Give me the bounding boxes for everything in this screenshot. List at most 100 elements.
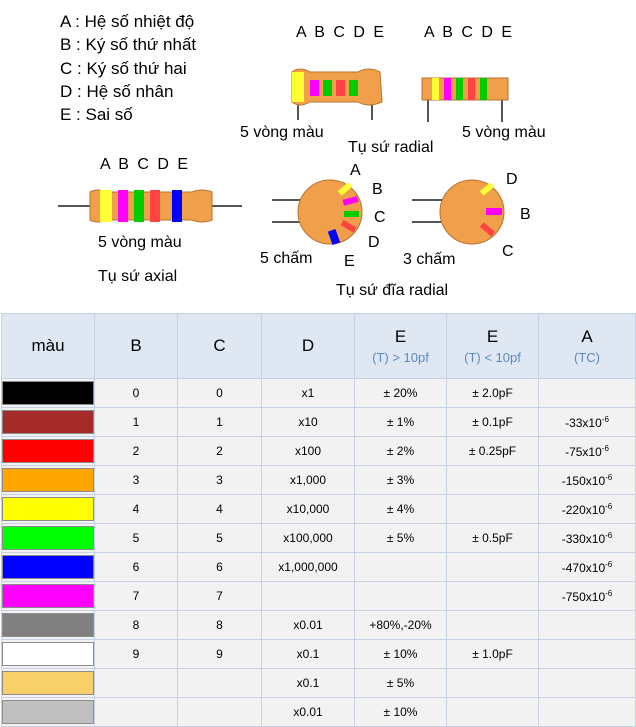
cell-e2: ± 0.25pF — [446, 436, 539, 466]
cell-e2: ± 0.1pF — [446, 407, 539, 437]
cell-a-base: -470x10 — [561, 560, 606, 575]
disc3-label-b: B — [520, 206, 531, 223]
cell-c — [177, 697, 262, 727]
cell-d: x10,000 — [261, 494, 355, 524]
cell-a — [538, 697, 636, 727]
cell-c: 1 — [177, 407, 262, 437]
table-row: x0.1± 5% — [1, 668, 636, 698]
radial-capacitor-1 — [291, 68, 383, 120]
cell-e1: ± 4% — [354, 494, 447, 524]
cell-d: x0.1 — [261, 639, 355, 669]
cell-e2: ± 2.0pF — [446, 378, 539, 408]
axial-letters: A B C D E — [100, 156, 191, 173]
cell-a — [538, 610, 636, 640]
disc3-label-c: C — [502, 243, 514, 260]
header-b: B — [94, 313, 178, 379]
color-swatch — [2, 555, 94, 579]
disc5-label-e: E — [344, 253, 355, 270]
cell-a-base: -150x10 — [561, 473, 606, 488]
cell-d: x1,000 — [261, 465, 355, 495]
color-swatch — [2, 613, 94, 637]
cell-a-base: -33x10 — [565, 415, 602, 430]
header-color-label: màu — [31, 336, 65, 355]
header-a-sub: (TC) — [574, 350, 600, 365]
cell-d: x1 — [261, 378, 355, 408]
cell-d: x0.01 — [261, 697, 355, 727]
header-a-label: A — [581, 327, 593, 346]
cell-c: 9 — [177, 639, 262, 669]
cell-b: 7 — [94, 581, 178, 611]
cell-d — [261, 581, 355, 611]
cell-e1: ± 10% — [354, 639, 447, 669]
disc5-label-d: D — [368, 234, 380, 251]
cell-c: 5 — [177, 523, 262, 553]
cell-e2 — [446, 552, 539, 582]
cell-a: -220x10-6 — [538, 494, 636, 524]
table-row: x0.01± 10% — [1, 697, 636, 727]
cell-b: 1 — [94, 407, 178, 437]
cell-d: x100 — [261, 436, 355, 466]
cell-a-exponent: -6 — [605, 501, 613, 511]
header-a: A (TC) — [538, 313, 636, 379]
cell-e1: ± 10% — [354, 697, 447, 727]
radial2-caption: 5 vòng màu — [462, 124, 546, 141]
cell-a-base: -330x10 — [561, 531, 606, 546]
cell-e1 — [354, 552, 447, 582]
cell-a-exponent: -6 — [601, 443, 609, 453]
axial-capacitor — [58, 189, 242, 223]
cell-d: x100,000 — [261, 523, 355, 553]
cell-a: -33x10-6 — [538, 407, 636, 437]
radial1-letters: A B C D E — [296, 24, 387, 41]
color-swatch — [2, 671, 94, 695]
disc5-label-c: C — [374, 209, 386, 226]
color-swatch — [2, 642, 94, 666]
cell-b: 6 — [94, 552, 178, 582]
cell-b: 5 — [94, 523, 178, 553]
cell-a: -750x10-6 — [538, 581, 636, 611]
color-swatch — [2, 439, 94, 463]
cell-a-base: -75x10 — [565, 444, 602, 459]
legend-a: A : Hệ số nhiệt độ — [60, 12, 195, 31]
cell-a — [538, 378, 636, 408]
cell-e1: ± 5% — [354, 523, 447, 553]
cell-b: 0 — [94, 378, 178, 408]
color-swatch — [2, 584, 94, 608]
cell-e1: ± 20% — [354, 378, 447, 408]
header-e-small: E (T) < 10pf — [446, 313, 539, 379]
axial-bands-caption: 5 vòng màu — [98, 234, 182, 251]
cell-b: 3 — [94, 465, 178, 495]
color-swatch-cell — [1, 552, 95, 582]
radial-capacitor-2 — [421, 77, 509, 122]
radial1-caption: 5 vòng màu — [240, 124, 324, 141]
cell-a — [538, 668, 636, 698]
color-swatch — [2, 468, 94, 492]
disc-title: Tụ sứ đĩa radial — [336, 282, 449, 299]
disc3-label-d: D — [506, 171, 518, 188]
cell-e1 — [354, 581, 447, 611]
legend-c: C : Ký số thứ hai — [60, 59, 187, 78]
cell-c: 7 — [177, 581, 262, 611]
cell-b: 4 — [94, 494, 178, 524]
legend-b: B : Ký số thứ nhất — [60, 35, 197, 54]
cell-e2: ± 0.5pF — [446, 523, 539, 553]
cell-e2 — [446, 697, 539, 727]
cell-e2 — [446, 581, 539, 611]
cell-c: 0 — [177, 378, 262, 408]
color-swatch-cell — [1, 523, 95, 553]
cell-c: 6 — [177, 552, 262, 582]
color-swatch-cell — [1, 465, 95, 495]
capacitor-diagram — [58, 68, 509, 245]
cell-c: 4 — [177, 494, 262, 524]
color-swatch-cell — [1, 494, 95, 524]
color-swatch — [2, 497, 94, 521]
header-e-large: E (T) > 10pf — [354, 313, 447, 379]
header-e-small-sub: (T) < 10pf — [464, 350, 521, 365]
cell-d: x10 — [261, 407, 355, 437]
